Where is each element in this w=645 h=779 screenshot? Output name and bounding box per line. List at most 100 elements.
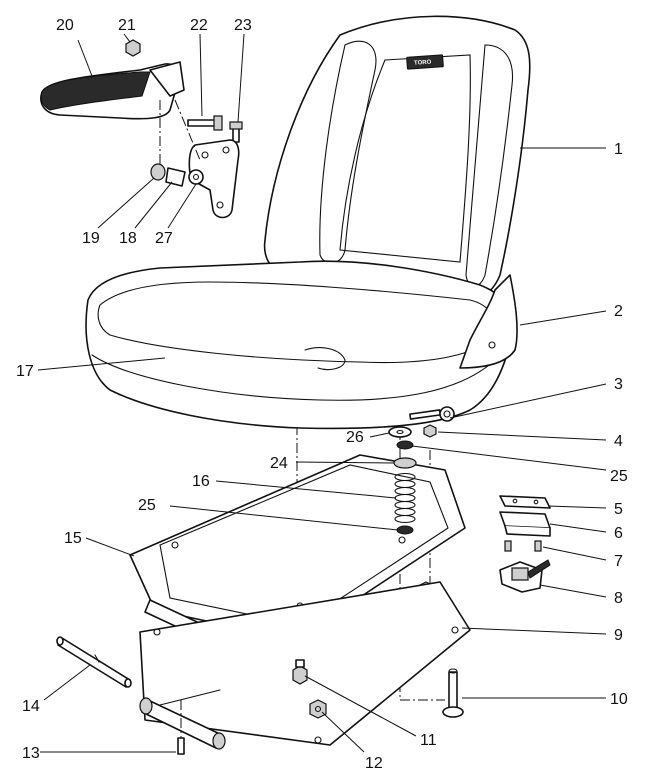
callout-1: 1 (614, 141, 623, 158)
pivot-pin-10 (442, 668, 464, 718)
bolt-22-head (213, 115, 223, 131)
callout-23: 23 (234, 17, 252, 34)
base-hinge-rod-end-right (212, 732, 226, 750)
callout-8: 8 (614, 590, 623, 607)
callout-27: 27 (155, 230, 173, 247)
callout-9: 9 (614, 627, 623, 644)
callout-6: 6 (614, 525, 623, 542)
callout-17: 17 (16, 363, 34, 380)
armrest-bracket (188, 139, 240, 219)
leader-16 (215, 480, 397, 499)
callout-12: 12 (365, 755, 383, 772)
armrest-assembly (40, 39, 243, 219)
leader-8 (539, 584, 607, 598)
armrest-hinge (149, 61, 185, 97)
leader-22 (199, 33, 203, 117)
callout-19: 19 (82, 230, 100, 247)
leader-24 (295, 461, 395, 464)
seat-assembly: TORO (85, 15, 531, 430)
leader-11 (304, 675, 417, 737)
callout-21: 21 (118, 17, 136, 34)
seat-cushion-lower-edge (91, 354, 496, 401)
spacer-19 (150, 163, 166, 181)
leader-17 (37, 357, 166, 371)
base-hole-2 (451, 626, 459, 634)
callout-7: 7 (614, 553, 623, 570)
switch-8-body (511, 567, 529, 581)
leader-21 (123, 33, 131, 43)
nut-12 (309, 699, 327, 719)
bracket-hole-1 (201, 151, 209, 159)
armrest-axis-2 (174, 99, 201, 161)
leader-9 (461, 627, 607, 635)
leader-12 (321, 711, 365, 753)
seat-side-hole (488, 341, 496, 349)
leader-5 (547, 505, 607, 509)
nut-21 (125, 39, 141, 57)
base-hole-3 (314, 736, 322, 744)
base-hole-1 (153, 628, 161, 636)
seat-cushion-front-handle (304, 347, 346, 371)
seat-badge-text: TORO (414, 60, 432, 67)
seat-pan-hole-3 (398, 536, 406, 544)
leader-19 (97, 177, 155, 229)
washer-26 (388, 426, 412, 438)
callout-14: 14 (22, 698, 40, 715)
roll-pin-13 (177, 737, 185, 755)
base-edge-line (159, 689, 221, 706)
bracket-hole-2 (222, 146, 230, 154)
retainer-25-top (396, 440, 414, 450)
callout-13: 13 (22, 745, 40, 762)
callout-labels: 1 2 3 4 5 6 7 8 9 10 11 12 13 14 15 16 1… (16, 17, 628, 772)
leader-4 (437, 431, 607, 441)
switch-8-wires (527, 559, 551, 579)
bushing-18 (165, 167, 186, 187)
callout-18: 18 (119, 230, 137, 247)
callout-3: 3 (614, 376, 623, 393)
leader-25a (411, 445, 607, 471)
leader-18 (134, 181, 173, 229)
retainer-25-bottom (396, 525, 414, 535)
leader-15 (85, 537, 135, 557)
leader-3 (449, 383, 607, 419)
leader-lines (37, 33, 607, 753)
leader-23 (237, 33, 245, 123)
rod-14 (56, 636, 132, 688)
bolt-23-head (229, 121, 243, 130)
leader-25b (169, 505, 399, 531)
seat-badge (406, 54, 444, 70)
switch-plate-5 (499, 495, 551, 509)
bracket-hole-3 (216, 201, 224, 209)
screw-7-b (504, 540, 512, 552)
callout-2: 2 (614, 303, 623, 320)
callout-25-right: 25 (610, 468, 628, 485)
callout-5: 5 (614, 501, 623, 518)
callout-20: 20 (56, 17, 74, 34)
base-assembly (56, 581, 471, 755)
fitting-11-stem (295, 659, 305, 668)
switch-mount-6 (499, 511, 551, 529)
callout-24: 24 (270, 455, 288, 472)
leader-14 (43, 664, 91, 701)
nut-4 (423, 424, 437, 438)
seat-pan-inner-rim (159, 464, 449, 626)
leader-6 (549, 523, 607, 533)
washer-26-hole (396, 429, 404, 435)
switch-mount-6-lip (504, 525, 551, 537)
seat-back (263, 15, 531, 303)
callout-4: 4 (614, 433, 623, 450)
washer-27-hole (192, 173, 200, 181)
leader-7 (542, 546, 607, 561)
leader-2 (519, 310, 607, 326)
callout-10: 10 (610, 691, 628, 708)
callout-15: 15 (64, 530, 82, 547)
seat-back-right-bolster (465, 44, 514, 287)
seat-side-panel (459, 274, 518, 369)
armrest-pad (40, 71, 151, 111)
leader-26 (369, 432, 390, 438)
seat-back-panel (339, 54, 471, 263)
fitting-11 (292, 665, 308, 685)
callout-22: 22 (190, 17, 208, 34)
